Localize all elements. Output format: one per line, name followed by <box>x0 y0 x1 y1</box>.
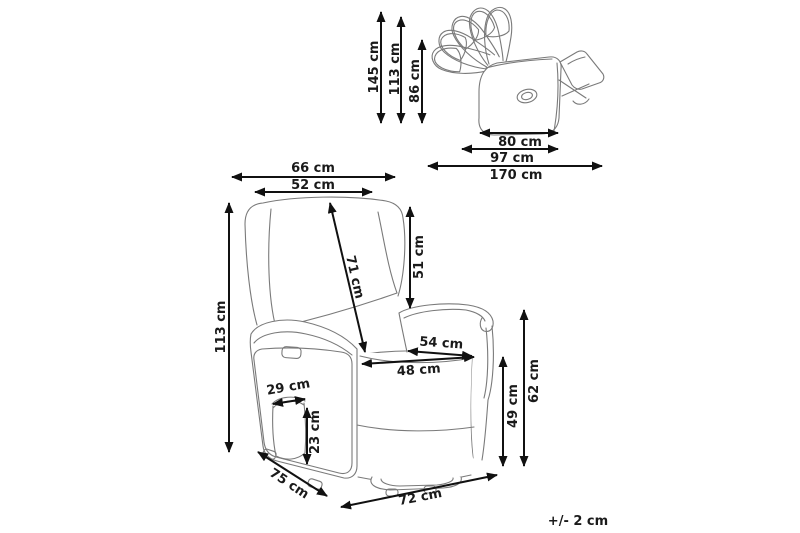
dim-label-pocket-depth: 23 cm <box>308 410 323 454</box>
release-handle-icon <box>516 88 538 104</box>
dim-label-side-depth-base: 80 cm <box>498 135 542 150</box>
left-armrest <box>249 319 358 490</box>
side-view-seat-base <box>478 56 562 136</box>
side-view-recliner-drawing <box>430 3 605 136</box>
control-button-detail <box>281 346 302 359</box>
dim-label-backrest-above-arm: 51 cm <box>412 235 427 279</box>
dim-label-side-height-low: 86 cm <box>408 59 423 103</box>
dim-line-29 <box>272 396 306 407</box>
dim-line-75 <box>257 451 328 497</box>
dim-line-71 <box>327 202 368 353</box>
dim-label-height-overall: 113 cm <box>214 301 229 354</box>
tolerance-note: +/- 2 cm <box>548 514 608 529</box>
dim-label-side-height-max: 145 cm <box>367 41 382 94</box>
dimension-lines <box>224 11 603 510</box>
dim-label-width-overall: 66 cm <box>291 161 335 176</box>
dim-label-side-height-upright: 113 cm <box>388 43 403 96</box>
dimension-labels: 145 cm 113 cm 86 cm 80 cm 97 cm 170 cm 6… <box>214 41 608 529</box>
dim-line-48 <box>361 353 475 368</box>
dim-label-side-depth-max: 170 cm <box>490 168 543 183</box>
dim-label-width-backrest: 52 cm <box>291 178 335 193</box>
dim-label-seat-width-front: 48 cm <box>396 361 441 379</box>
dim-label-seat-height: 49 cm <box>506 384 521 428</box>
dim-line-72 <box>340 472 498 510</box>
dim-label-seat-width-rear: 54 cm <box>419 334 464 352</box>
side-view-footrest-extended <box>558 50 605 105</box>
dim-label-armrest-height: 62 cm <box>527 359 542 403</box>
dim-label-side-depth-seat: 97 cm <box>490 151 534 166</box>
